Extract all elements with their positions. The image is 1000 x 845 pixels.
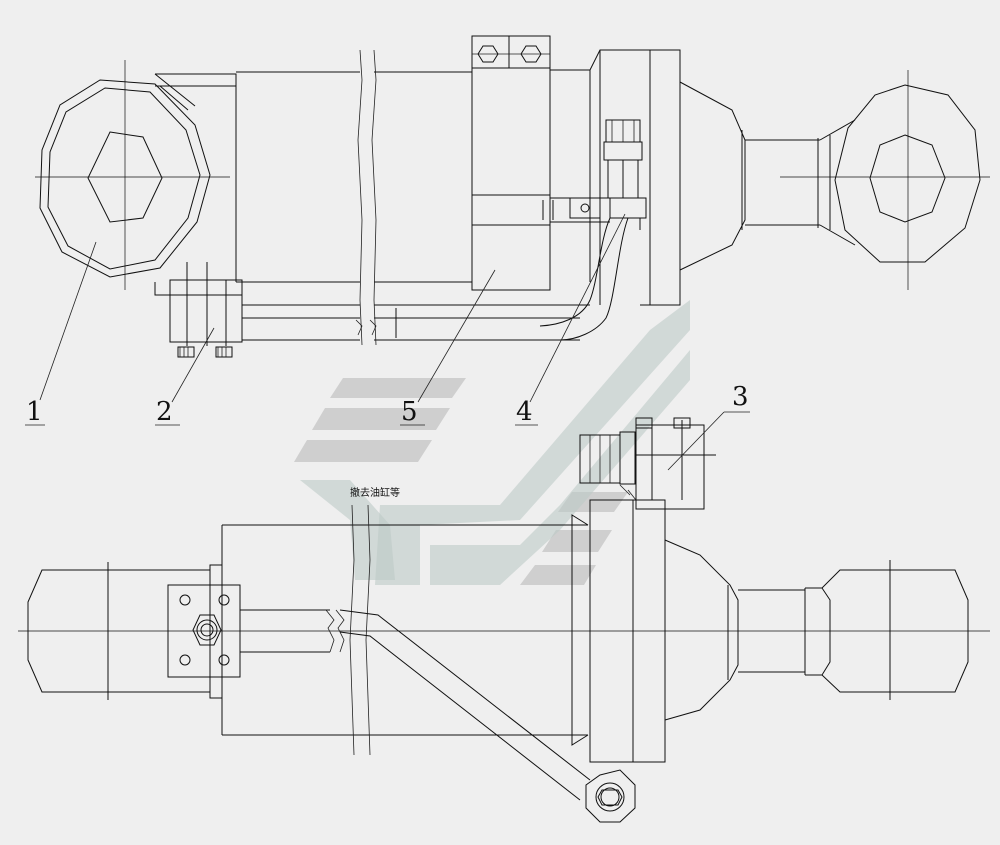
right-eye-end [780, 70, 990, 290]
pipe-assembly-top [539, 119, 647, 341]
callout-3: 3 [732, 382, 749, 412]
cylinder-body-top [154, 49, 590, 346]
removal-note: 撤去油缸等 [350, 486, 400, 499]
clamp-top [471, 35, 610, 291]
top-view [25, 35, 990, 426]
callout-5: 5 [401, 397, 418, 427]
watermark-logo [294, 300, 690, 585]
left-eye-end [35, 60, 230, 290]
bottom-view [18, 411, 990, 823]
callout-2: 2 [156, 397, 173, 427]
callout-labels: 1 2 3 4 5 撤去油缸等 [26, 382, 749, 499]
cylinder-head-top [550, 49, 856, 306]
callout-1: 1 [26, 397, 43, 427]
callout-4: 4 [516, 397, 533, 427]
leader-lines-top [25, 213, 626, 426]
